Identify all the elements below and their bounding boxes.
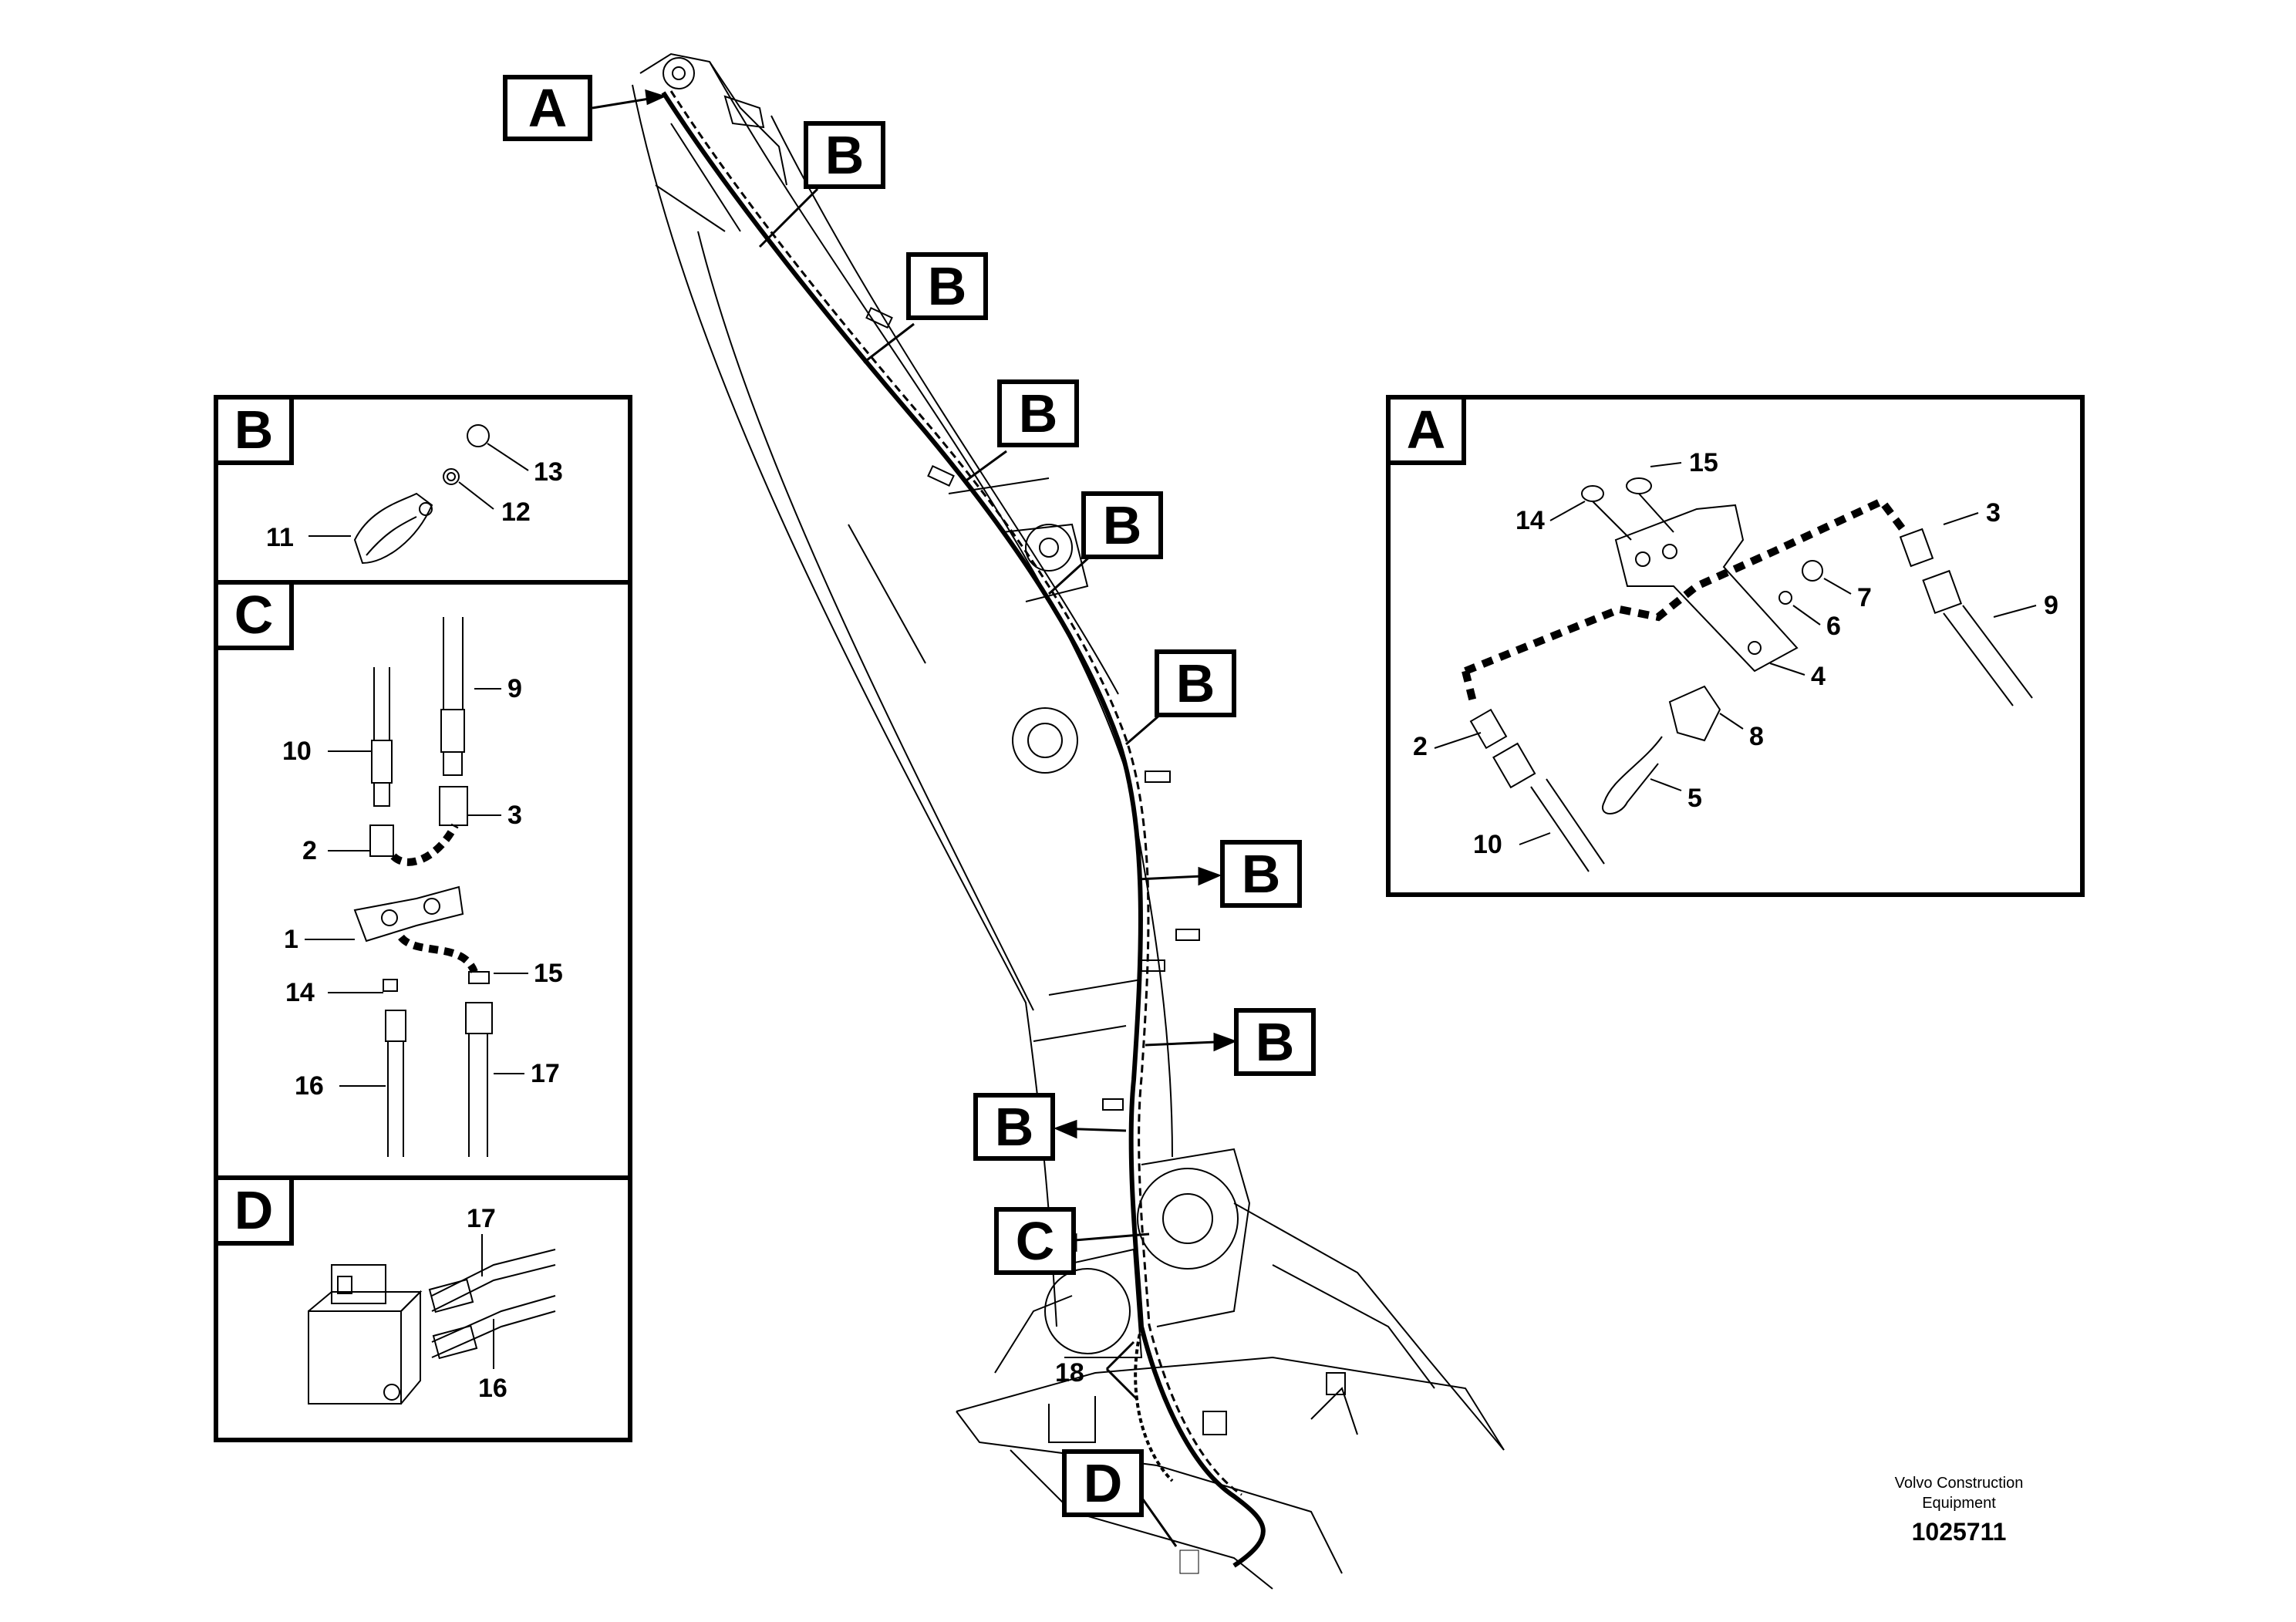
callout-b-label: B — [1103, 495, 1142, 555]
detail-c-title: C — [234, 585, 274, 645]
detail-b-item-13: 13 — [534, 457, 563, 487]
boom-outline-left — [632, 84, 1057, 1327]
detail-a-item-4: 4 — [1811, 662, 1826, 691]
company-name: Volvo Construction Equipment — [1843, 1473, 2075, 1513]
detail-c: C — [214, 580, 563, 1157]
callout-b-label: B — [1242, 844, 1281, 904]
detail-d-title: D — [234, 1180, 274, 1240]
detail-a-item-15: 15 — [1689, 448, 1718, 477]
hose-run — [661, 90, 1266, 1574]
detail-a-title: A — [1407, 400, 1446, 460]
detail-b: B 13 12 11 — [214, 395, 563, 565]
detail-a-item-9: 9 — [2044, 591, 2058, 620]
fittings-drawing — [353, 617, 493, 1157]
detail-panel-bcd — [214, 395, 632, 1442]
detail-d-item-17: 17 — [467, 1204, 496, 1233]
detail-b-item-12: 12 — [501, 497, 531, 527]
boom-top-plate — [639, 52, 787, 186]
item-18-label: 18 — [1055, 1358, 1084, 1388]
callout-b-3[interactable]: B — [997, 379, 1079, 447]
boom-nose-eye — [663, 57, 695, 89]
detail-c-item-10: 10 — [282, 737, 312, 766]
boom-outline-right — [709, 61, 1173, 1158]
detail-a-item-10: 10 — [1473, 830, 1502, 859]
detail-d-item-16: 16 — [478, 1374, 507, 1403]
detail-c-item-1: 1 — [284, 925, 298, 954]
callout-b-5[interactable]: B — [1155, 649, 1236, 717]
boom-main-view — [632, 52, 1505, 1590]
detail-c-item-2: 2 — [302, 836, 317, 865]
cylinder-eye — [1025, 524, 1073, 572]
callout-b-label: B — [1176, 653, 1215, 713]
callout-c-label: C — [1016, 1211, 1055, 1271]
callout-b-label: B — [1019, 383, 1058, 443]
detail-a-item-6: 6 — [1826, 612, 1841, 641]
company-line-2: Equipment — [1922, 1495, 1996, 1512]
detail-c-item-17: 17 — [531, 1059, 560, 1088]
detail-a-item-14: 14 — [1515, 506, 1545, 535]
detail-a-item-5: 5 — [1687, 784, 1702, 813]
solenoid-valve-drawing — [308, 1249, 556, 1404]
detail-c-item-14: 14 — [285, 978, 315, 1007]
boom-outline-left-inner — [697, 231, 1034, 1011]
detail-a-item-3: 3 — [1986, 498, 2001, 528]
callout-a-main[interactable]: A — [503, 75, 592, 141]
callout-b-label: B — [995, 1097, 1034, 1157]
callout-b-label: B — [825, 125, 865, 185]
detail-a-item-7: 7 — [1857, 583, 1872, 612]
detail-a: A — [1386, 395, 2085, 897]
company-line-1: Volvo Construction — [1894, 1475, 2024, 1492]
callout-b-7[interactable]: B — [1234, 1008, 1316, 1076]
callout-b-1[interactable]: B — [804, 121, 885, 189]
callout-b-4[interactable]: B — [1081, 491, 1163, 559]
callout-b-6[interactable]: B — [1220, 840, 1302, 908]
boom-foot-pin — [1137, 1168, 1239, 1270]
callout-b-label: B — [1256, 1012, 1295, 1072]
detail-c-item-15: 15 — [534, 959, 563, 988]
detail-c-item-16: 16 — [295, 1071, 324, 1101]
detail-b-title: B — [234, 400, 274, 460]
bracket-assembly-drawing — [1469, 477, 2033, 872]
detail-b-item-11: 11 — [266, 523, 294, 552]
callout-c-main[interactable]: C — [994, 1207, 1076, 1275]
clamp-drawing — [353, 424, 490, 565]
detail-a-item-2: 2 — [1413, 732, 1428, 761]
callout-b-8[interactable]: B — [973, 1093, 1055, 1161]
connector-d — [1179, 1549, 1199, 1574]
drawing-number: 1025711 — [1911, 1518, 2007, 1546]
callout-a-label: A — [528, 78, 568, 138]
boom-outline-right-inner — [770, 115, 1119, 695]
callout-d-label: D — [1084, 1453, 1123, 1513]
callout-d-main[interactable]: D — [1062, 1449, 1144, 1517]
detail-d: D 17 16 — [214, 1175, 556, 1404]
detail-a-item-8: 8 — [1749, 722, 1764, 751]
upper-frame — [956, 1356, 1505, 1451]
detail-c-item-9: 9 — [507, 674, 522, 703]
detail-c-item-3: 3 — [507, 801, 522, 830]
boom-boss — [1012, 707, 1078, 774]
callout-b-label: B — [928, 256, 967, 316]
callout-b-2[interactable]: B — [906, 252, 988, 320]
